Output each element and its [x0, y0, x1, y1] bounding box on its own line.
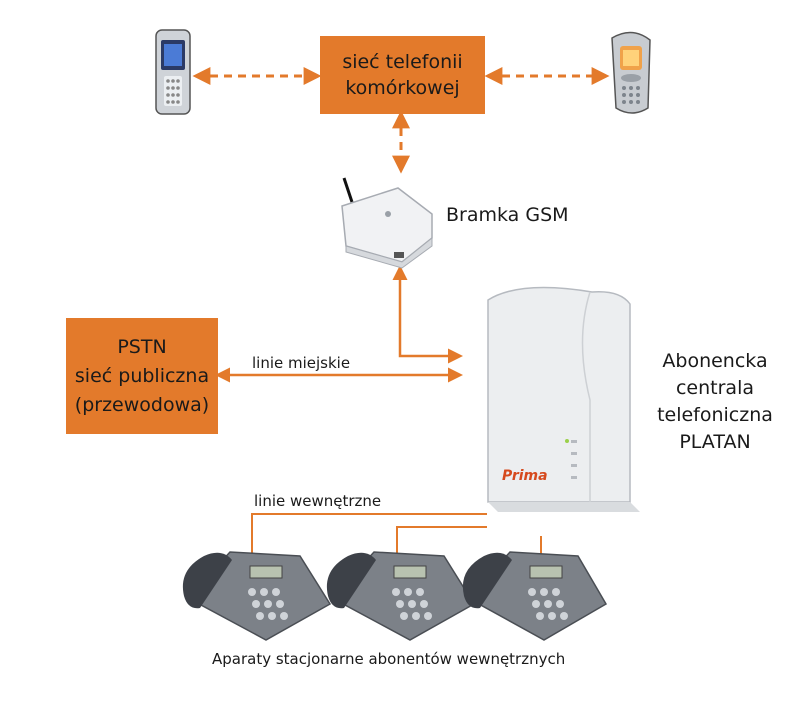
desk-phone-icon — [462, 551, 608, 641]
pstn-label-line2: sieć publiczna — [74, 364, 210, 387]
pbx-brand-logo: Prima — [502, 468, 548, 484]
pstn-label-line3: (przewodowa) — [74, 393, 210, 416]
mobile-network-label-line2: komórkowej — [345, 77, 460, 99]
siemens-phone-icon — [611, 31, 651, 114]
desk-phone-icon — [182, 551, 332, 641]
pbx-label-line3: telefoniczna — [657, 404, 773, 426]
internal-line-1 — [251, 513, 487, 556]
mobile-network-box: sieć telefonii komórkowej — [320, 36, 485, 114]
pbx-label-line1: Abonencka — [662, 350, 768, 372]
gsm-gateway-icon — [341, 177, 433, 269]
desk-phone-icon — [326, 551, 476, 641]
gsm-gateway-label: Bramka GSM — [446, 204, 569, 226]
internal-line-2 — [396, 526, 487, 556]
external-lines-label: linie miejskie — [252, 354, 351, 372]
link-gateway-pbx — [392, 265, 463, 364]
desk-phones-caption: Aparaty stacjonarne abonentów wewnętrzny… — [212, 650, 566, 668]
pbx-label-line4: PLATAN — [679, 431, 751, 453]
pbx-icon — [487, 286, 640, 512]
pstn-label-line1: PSTN — [117, 335, 167, 358]
pbx-label-line2: centrala — [675, 377, 754, 399]
pstn-box: PSTN sieć publiczna (przewodowa) — [66, 318, 218, 434]
mobile-network-label-line1: sieć telefonii — [342, 51, 463, 73]
pbx-label: Abonencka centrala telefoniczna PLATAN — [650, 348, 780, 456]
sony-ericsson-phone-icon — [155, 29, 191, 115]
internal-lines-label: linie wewnętrzne — [254, 492, 382, 510]
